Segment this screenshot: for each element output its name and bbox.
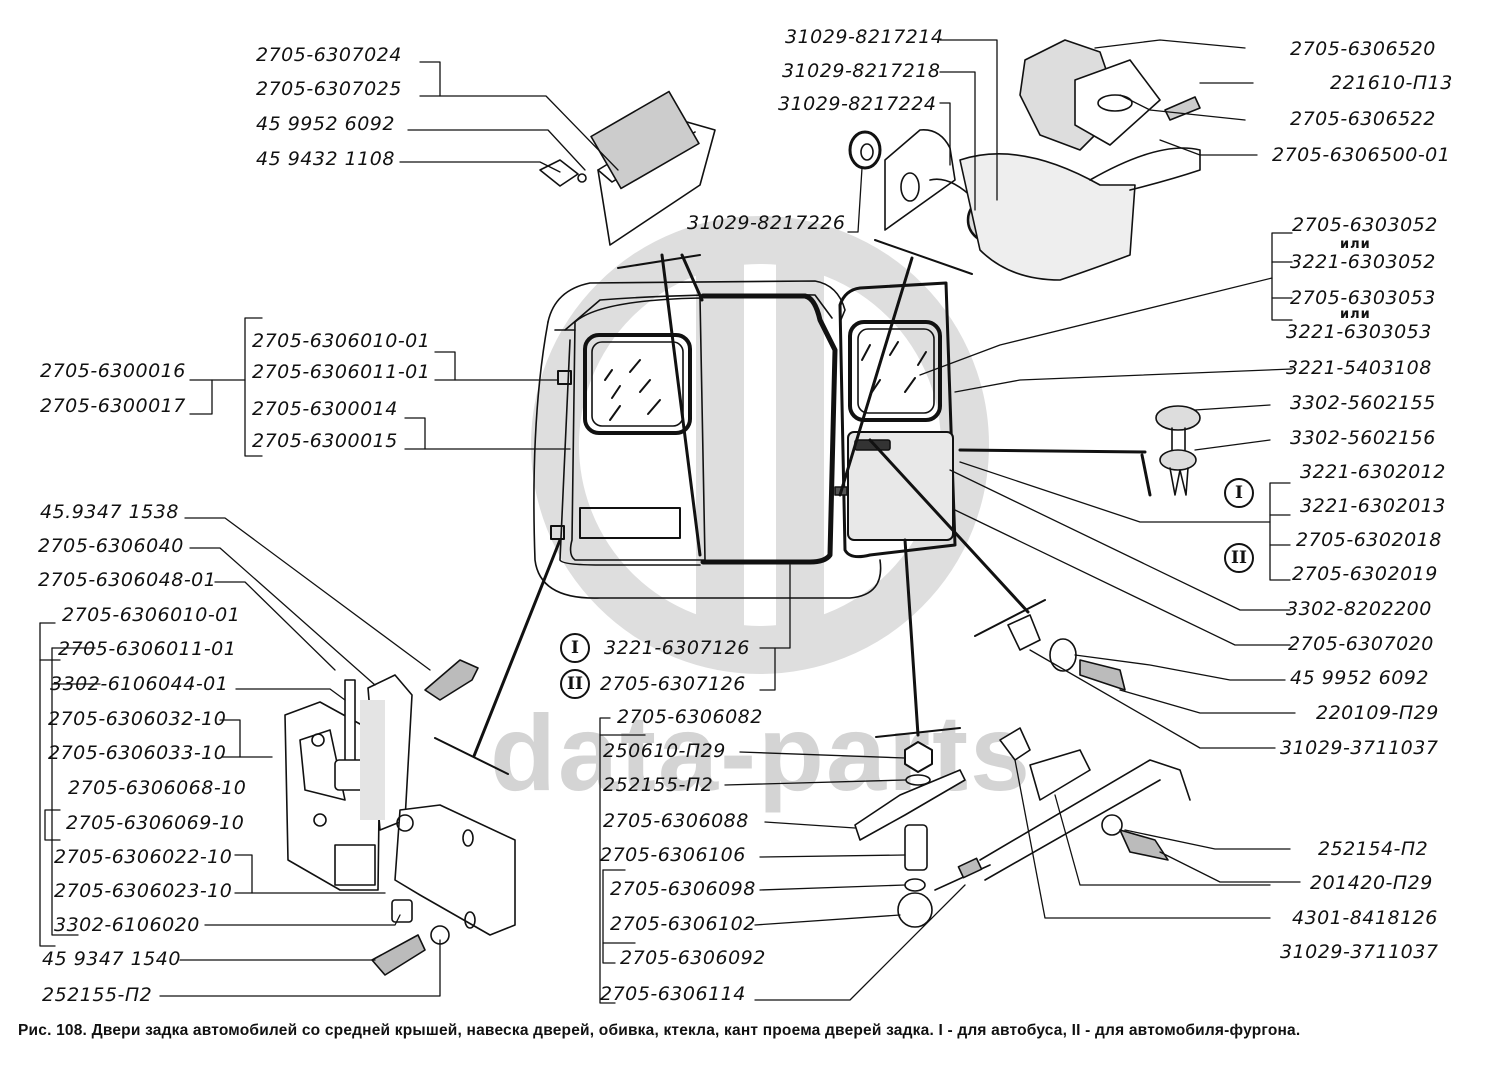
part-label: 2705-6306048-01 [38, 569, 217, 591]
part-label: 2705-6306011-01 [252, 361, 431, 383]
part-label: 2705-6306088 [603, 810, 749, 832]
part-label: 2705-6307025 [256, 78, 402, 100]
part-label: 31029-3711037 [1280, 941, 1439, 963]
part-label: 3302-5602155 [1290, 392, 1436, 414]
part-label: 2705-6307024 [256, 44, 402, 66]
figure-caption: Рис. 108. Двери задка автомобилей со сре… [18, 1022, 1301, 1039]
part-label: 45.9347 1538 [40, 501, 179, 523]
part-label: 3302-6106044-01 [50, 673, 229, 695]
door-hinge [284, 659, 516, 976]
part-label: 201420-П29 [1310, 872, 1433, 894]
part-label: 2705-6306106 [600, 844, 746, 866]
bump-stop [539, 90, 716, 246]
part-label: 3302-6106020 [54, 914, 200, 936]
part-label: 2705-6306011-01 [58, 638, 237, 660]
part-label: 2705-6306022-10 [54, 846, 233, 868]
or-separator: или [1340, 307, 1371, 322]
part-label: 2705-6306092 [620, 947, 766, 969]
part-label: 2705-6306033-10 [48, 742, 227, 764]
part-label: 252155-П2 [603, 774, 714, 796]
variant-marker-bus: I [560, 633, 590, 663]
part-label: 3221-6303052 [1290, 251, 1436, 273]
part-label: 2705-6307126 [600, 673, 746, 695]
watermark-logo [531, 216, 989, 674]
part-label: 3221-6302012 [1300, 461, 1446, 483]
screw [1164, 96, 1201, 121]
part-label: 2705-6302019 [1292, 563, 1438, 585]
part-label: 2705-6306102 [610, 913, 756, 935]
part-label: 2705-6300017 [40, 395, 186, 417]
part-label: 252154-П2 [1318, 838, 1429, 860]
part-label: 45 9952 6092 [1290, 667, 1429, 689]
part-label: 3302-8202200 [1286, 598, 1432, 620]
part-label: 2705-6306500-01 [1272, 144, 1451, 166]
part-label: 2705-6306068-10 [68, 777, 247, 799]
part-label: 2705-6306520 [1290, 38, 1436, 60]
part-label: 2705-6306082 [617, 706, 763, 728]
hinge-bolt-bottom [371, 934, 426, 976]
push-rivet [1140, 405, 1201, 497]
part-label: 45 9347 1540 [42, 948, 181, 970]
part-label: 3302-5602156 [1290, 427, 1436, 449]
part-label: 3221-5403108 [1286, 357, 1432, 379]
part-label: 2705-6300016 [40, 360, 186, 382]
part-label: 31029-8217224 [778, 93, 937, 115]
part-label: 4301-8418126 [1292, 907, 1438, 929]
part-label: 3221-6302013 [1300, 495, 1446, 517]
part-label: 252155-П2 [42, 984, 153, 1006]
part-label: 2705-6306069-10 [66, 812, 245, 834]
part-label: 2705-6306114 [600, 983, 746, 1005]
part-label: 221610-П13 [1330, 72, 1453, 94]
variant-marker-van: II [560, 669, 590, 699]
part-label: 2705-6303053 [1290, 287, 1436, 309]
door-strap [959, 147, 1201, 281]
part-label: 3221-6307126 [604, 637, 750, 659]
handle-cover [1019, 39, 1161, 151]
part-label: 2705-6306010-01 [62, 604, 241, 626]
part-label: 2705-6300014 [252, 398, 398, 420]
door-opening-seal [700, 293, 838, 565]
part-label: 2705-6306032-10 [48, 708, 227, 730]
part-label: 2705-6307020 [1288, 633, 1434, 655]
part-label: 2705-6302018 [1296, 529, 1442, 551]
variant-marker-van: II [1224, 543, 1254, 573]
part-label: 220109-П29 [1316, 702, 1439, 724]
or-separator: или [1340, 237, 1371, 252]
hinge-bolt-top [424, 659, 479, 701]
part-label: 31029-3711037 [1280, 737, 1439, 759]
part-label: 31029-8217226 [687, 212, 846, 234]
part-label: 2705-6303052 [1292, 214, 1438, 236]
part-label: 45 9432 1108 [256, 148, 395, 170]
part-label: 250610-П29 [603, 740, 726, 762]
part-label: 2705-6306023-10 [54, 880, 233, 902]
screw-220109 [1079, 659, 1126, 691]
part-label: 2705-6306522 [1290, 108, 1436, 130]
part-label: 2705-6306040 [38, 535, 184, 557]
part-label: 2705-6300015 [252, 430, 398, 452]
variant-marker-bus: I [1224, 478, 1254, 508]
lock-rod-assembly [854, 614, 1191, 928]
part-label: 3221-6303053 [1286, 321, 1432, 343]
part-label: 31029-8217218 [782, 60, 941, 82]
part-label: 31029-8217214 [785, 26, 944, 48]
part-label: 2705-6306098 [610, 878, 756, 900]
part-label: 45 9952 6092 [256, 113, 395, 135]
part-label: 2705-6306010-01 [252, 330, 431, 352]
